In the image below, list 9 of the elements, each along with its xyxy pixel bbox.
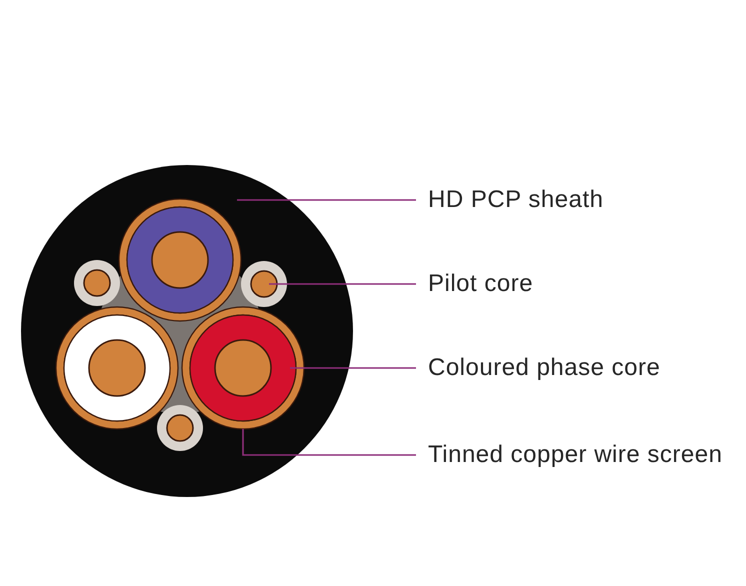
part-label: Pilot core	[428, 270, 534, 298]
leader-line	[269, 283, 416, 285]
part-label: Tinned copper wire screen	[428, 441, 722, 469]
leader-line	[290, 367, 416, 369]
leader-line	[242, 429, 416, 456]
part-label: Coloured phase core	[428, 354, 660, 382]
part-label: HD PCP sheath	[428, 186, 604, 214]
leader-line	[237, 199, 416, 201]
pilot-core	[157, 405, 203, 451]
